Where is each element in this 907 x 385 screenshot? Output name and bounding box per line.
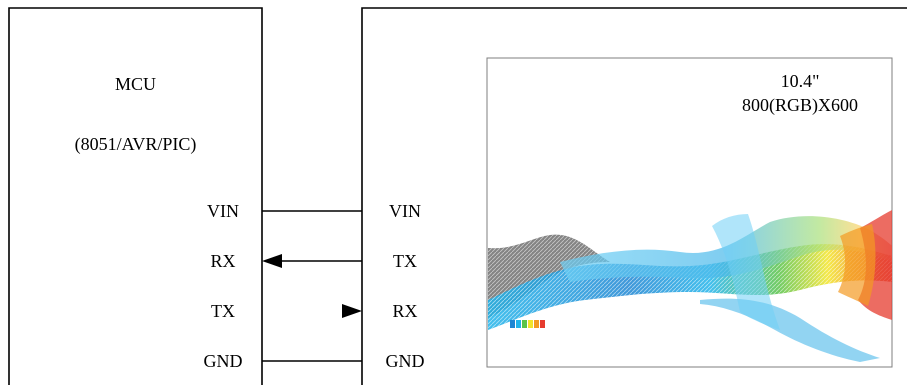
display-pin-tx: TX — [393, 251, 417, 271]
right-arrow-icon — [342, 304, 362, 318]
lcd-screen-image — [486, 57, 893, 368]
mcu-subtitle: (8051/AVR/PIC) — [74, 134, 197, 154]
mcu-pin-vin: VIN — [207, 201, 239, 221]
mcu-pin-gnd: GND — [203, 351, 243, 371]
display-pin-vin: VIN — [389, 201, 421, 221]
mcu-pin-tx: TX — [211, 301, 235, 321]
left-arrow-icon — [262, 254, 282, 268]
display-pin-gnd: GND — [385, 351, 425, 371]
mcu-title: MCU — [114, 74, 156, 94]
display-pin-rx: RX — [392, 301, 418, 321]
screen-resolution-label: 800(RGB)X600 — [742, 95, 858, 115]
display-box — [361, 7, 907, 385]
mcu-pin-rx: RX — [210, 251, 236, 271]
mcu-box — [8, 7, 263, 385]
screen-size-label: 10.4" — [780, 71, 820, 91]
